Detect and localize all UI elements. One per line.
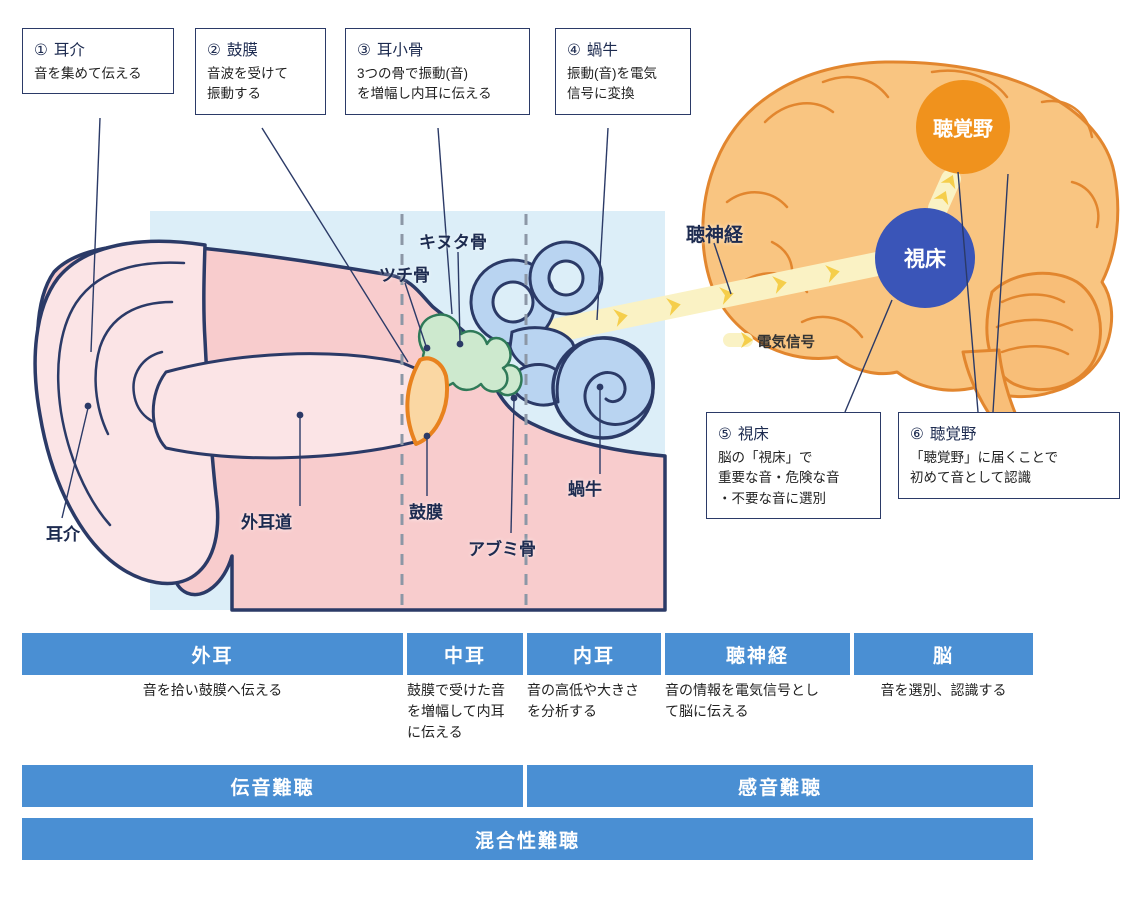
- callout-auricle: ① 耳介 音を集めて伝える: [22, 28, 174, 95]
- separator-dashed-lines: [400, 214, 528, 610]
- pointer-dots: [84, 340, 604, 440]
- stage-desc-middle-ear: 鼓膜で受けた音 を増幅して内耳 に伝える: [407, 682, 505, 740]
- callout-desc: 音を集めて伝える: [34, 66, 142, 81]
- callout-head: ⑤ 視床: [718, 422, 869, 444]
- callout-number: ①: [34, 42, 48, 59]
- callout-head: ② 鼓膜: [207, 38, 314, 60]
- thalamus-circle: [875, 208, 975, 308]
- auditory-cortex-circle: [916, 80, 1010, 174]
- electric-signal-legend-icon: [723, 332, 753, 348]
- callout-number: ⑥: [910, 426, 924, 443]
- pointer-lines: [61, 117, 1009, 534]
- label-eardrum: 鼓膜: [409, 503, 443, 522]
- label-incus: キヌタ骨: [419, 233, 487, 252]
- callout-desc: 「聴覚野」に届くことで 初めて音として認識: [910, 450, 1059, 486]
- stage-desc-outer-ear: 音を拾い鼓膜へ伝える: [142, 682, 283, 698]
- stage-desc-brain: 音を選別、認識する: [880, 682, 1007, 698]
- stage-bar-brain: 脳: [854, 633, 1033, 675]
- signal-arrow-band: [546, 169, 961, 342]
- callout-title: 耳小骨: [376, 42, 424, 59]
- loss-bar-mixed: 混合性難聴: [22, 818, 1033, 860]
- callout-title: 聴覚野: [929, 426, 977, 443]
- stage-desc-auditory-nerve: 音の情報を電気信号とし て脳に伝える: [665, 682, 819, 719]
- label-ear-canal: 外耳道: [241, 513, 292, 532]
- callout-eardrum: ② 鼓膜 音波を受けて 振動する: [195, 28, 326, 115]
- label-electric-signal: 電気信号: [757, 335, 815, 351]
- label-auricle: 耳介: [46, 525, 80, 544]
- callout-title: 視床: [737, 426, 769, 443]
- callout-title: 蝸牛: [586, 42, 618, 59]
- label-thalamus: 視床: [904, 248, 946, 271]
- callout-thalamus: ⑤ 視床 脳の「視床」で 重要な音・危険な音 ・不要な音に選別: [706, 412, 881, 519]
- label-auditory-cortex: 聴覚野: [933, 118, 993, 141]
- loss-bar-sensorineural: 感音難聴: [527, 765, 1033, 807]
- callout-desc: 3つの骨で振動(音) を増幅し内耳に伝える: [357, 66, 492, 102]
- callout-number: ②: [207, 42, 221, 59]
- stage-bar-middle-ear: 中耳: [407, 633, 523, 675]
- stage-bar-auditory-nerve: 聴神経: [665, 633, 850, 675]
- callout-desc: 脳の「視床」で 重要な音・危険な音 ・不要な音に選別: [718, 450, 840, 506]
- callout-number: ⑤: [718, 426, 732, 443]
- callout-title: 鼓膜: [226, 42, 258, 59]
- callout-desc: 振動(音)を電気 信号に変換: [567, 66, 657, 102]
- stage-desc-inner-ear: 音の高低や大きさ を分析する: [527, 682, 639, 719]
- eardrum-shape: [405, 356, 449, 446]
- callout-head: ③ 耳小骨: [357, 38, 518, 60]
- callout-head: ① 耳介: [34, 38, 162, 60]
- callout-auditory-cortex: ⑥ 聴覚野 「聴覚野」に届くことで 初めて音として認識: [898, 412, 1120, 499]
- callout-desc: 音波を受けて 振動する: [207, 66, 288, 102]
- callout-head: ④ 蝸牛: [567, 38, 679, 60]
- label-auditory-nerve: 聴神経: [686, 225, 744, 246]
- ear-canal-shape: [151, 352, 424, 460]
- stage-bar-inner-ear: 内耳: [527, 633, 661, 675]
- callout-ossicles: ③ 耳小骨 3つの骨で振動(音) を増幅し内耳に伝える: [345, 28, 530, 115]
- label-malleus: ツチ骨: [379, 266, 430, 285]
- callout-cochlea: ④ 蝸牛 振動(音)を電気 信号に変換: [555, 28, 691, 115]
- callout-number: ④: [567, 42, 581, 59]
- callout-title: 耳介: [53, 42, 85, 59]
- stage-bar-outer-ear: 外耳: [22, 633, 403, 675]
- label-cochlea: 蝸牛: [568, 480, 602, 499]
- loss-bar-conductive: 伝音難聴: [22, 765, 523, 807]
- label-stapes: アブミ骨: [468, 540, 536, 559]
- callout-number: ③: [357, 42, 371, 59]
- callout-head: ⑥ 聴覚野: [910, 422, 1108, 444]
